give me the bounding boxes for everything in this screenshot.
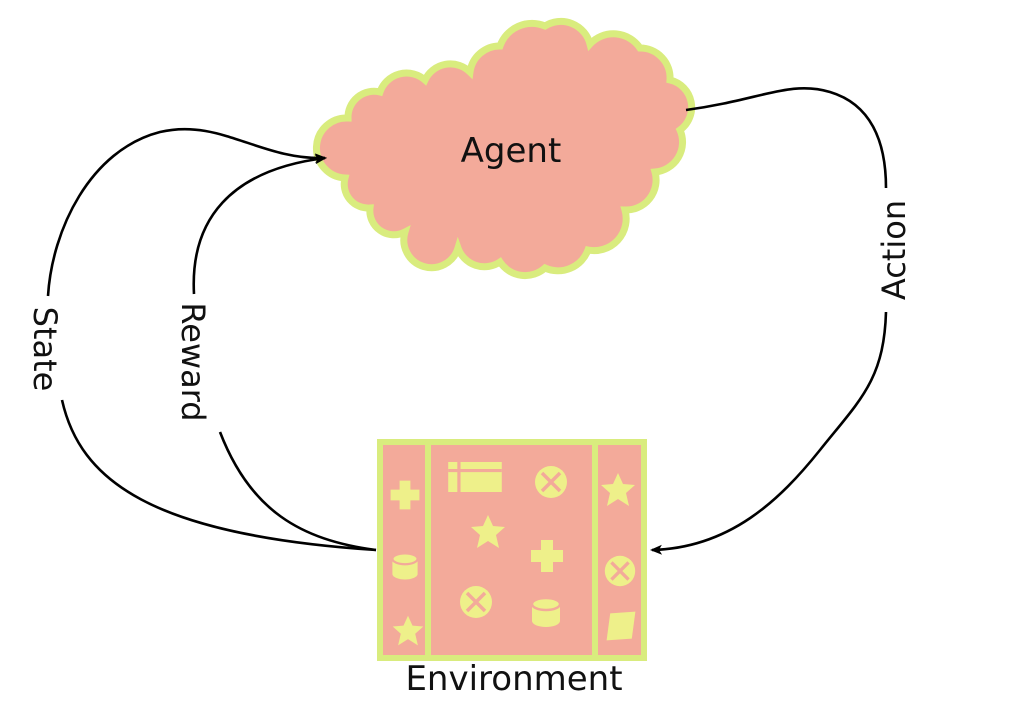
state-label: State <box>26 307 64 392</box>
card-icon <box>446 460 504 494</box>
action-edge: Action <box>650 86 913 555</box>
reward-arrow-bottom <box>218 431 377 552</box>
agent-node: Agent <box>312 17 696 280</box>
cylinder-icon <box>391 552 419 581</box>
state-arrow-bottom <box>60 399 377 552</box>
reward-arrow-top <box>192 154 327 295</box>
agent-cloud-shape <box>312 17 696 280</box>
reward-edge: Reward <box>174 154 377 552</box>
environment-label: Environment <box>405 659 622 699</box>
state-arrow-top <box>46 127 327 297</box>
state-edge: State <box>26 127 377 552</box>
crossed-circle-icon <box>533 464 569 500</box>
crossed-circle-icon <box>603 554 637 588</box>
action-arrow-bottom <box>650 311 888 555</box>
cylinder-icon <box>530 596 562 629</box>
reward-label: Reward <box>174 302 212 421</box>
environment-center-panel <box>425 439 598 661</box>
rhombus-icon <box>606 611 636 641</box>
agent-label: Agent <box>461 131 562 171</box>
crossed-circle-icon <box>458 584 494 620</box>
environment-node: Environment <box>377 439 647 699</box>
action-arrow-top <box>685 86 888 189</box>
action-label: Action <box>875 200 913 300</box>
